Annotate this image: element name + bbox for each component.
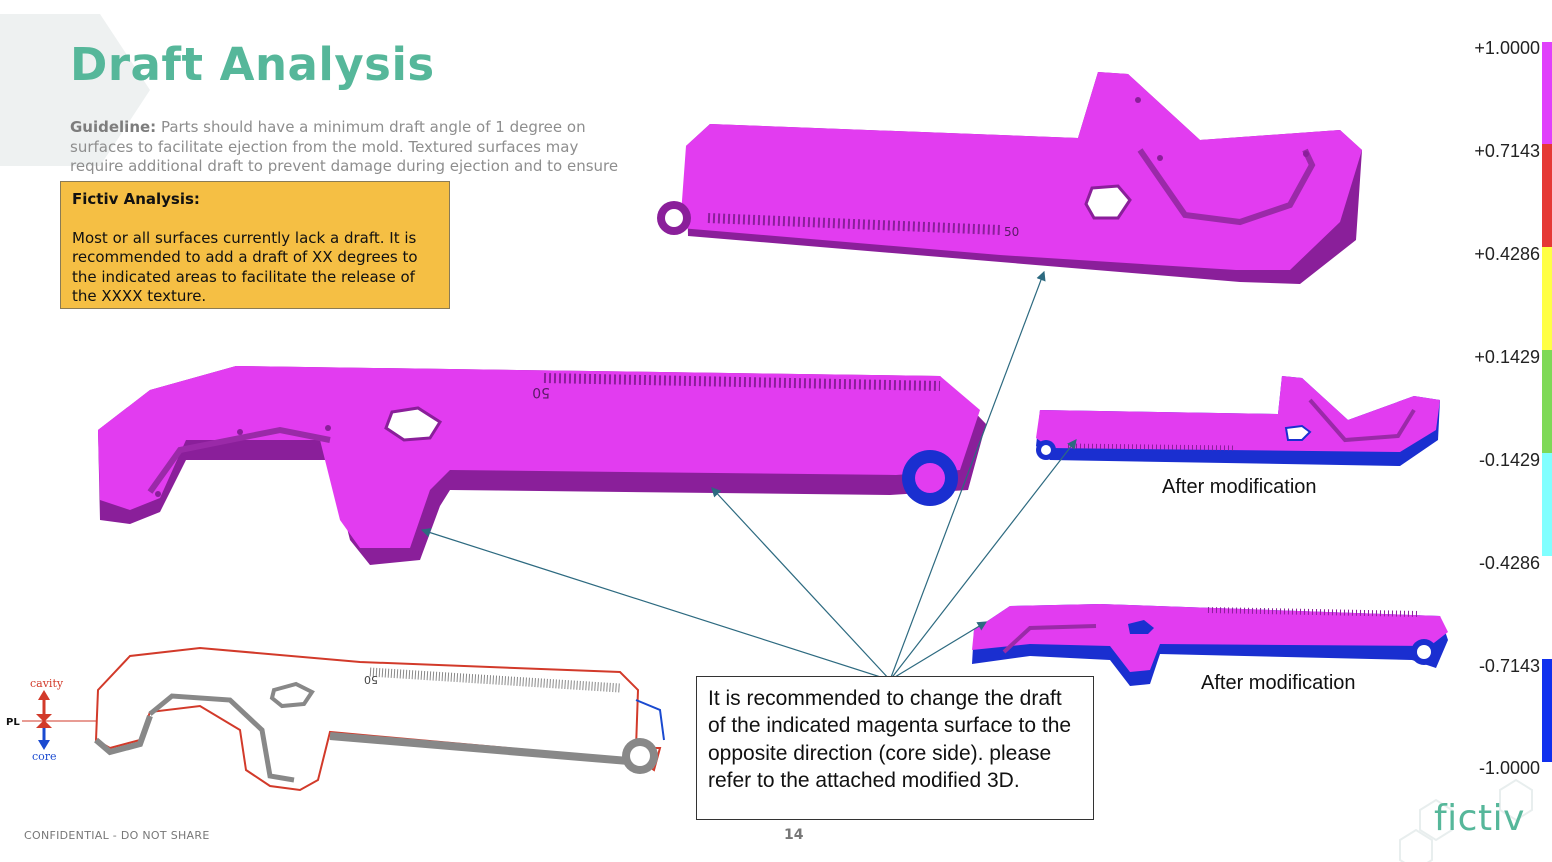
scale-label-1: +0.7143 [1474, 141, 1540, 161]
after-modification-label-1: After modification [1162, 476, 1317, 498]
part-outline-diagram: 50 cavity PL core [6, 646, 665, 792]
scale-label-4: -0.1429 [1478, 450, 1540, 470]
part-after-modification-2 [972, 604, 1448, 686]
guideline-text: Guideline: Parts should have a minimum d… [70, 118, 630, 176]
analysis-body: Most or all surfaces currently lack a dr… [72, 228, 418, 306]
title-chevron-decoration [0, 14, 150, 166]
part-middle-marking: 50 [532, 384, 550, 400]
scale-label-0: +1.0000 [1474, 38, 1540, 58]
guideline-label: Guideline: [70, 118, 157, 136]
fictiv-logo: fictiv [1434, 798, 1525, 839]
scale-label-6: -0.7143 [1478, 656, 1540, 676]
core-label: core [32, 750, 57, 763]
logo-hex-decoration [1399, 778, 1533, 862]
pl-label: PL [6, 717, 20, 728]
part-after-modification-1 [1036, 376, 1440, 466]
page-title: Draft Analysis [70, 38, 435, 91]
fictiv-analysis-box: Fictiv Analysis: Most or all surfaces cu… [60, 181, 450, 309]
draft-color-scale [1542, 42, 1552, 762]
analysis-heading: Fictiv Analysis: [72, 190, 200, 208]
after-modification-label-2: After modification [1201, 672, 1356, 694]
part-top-original: 50 [657, 72, 1362, 284]
recommendation-note: It is recommended to change the draft of… [696, 676, 1094, 820]
confidential-footer: CONFIDENTIAL - DO NOT SHARE [24, 829, 210, 842]
cavity-label: cavity [30, 677, 64, 690]
part-middle-original: 50 [98, 366, 986, 565]
page-number: 14 [784, 827, 804, 843]
guideline-body: Parts should have a minimum draft angle … [70, 118, 619, 175]
scale-label-5: -0.4286 [1478, 553, 1540, 573]
part-top-marking: 50 [1004, 225, 1019, 239]
scale-label-3: +0.1429 [1474, 347, 1540, 367]
scale-label-7: -1.0000 [1478, 758, 1540, 778]
scale-label-2: +0.4286 [1474, 244, 1540, 264]
callout-arrows [420, 270, 1077, 681]
outline-part-marking: 50 [364, 673, 378, 686]
